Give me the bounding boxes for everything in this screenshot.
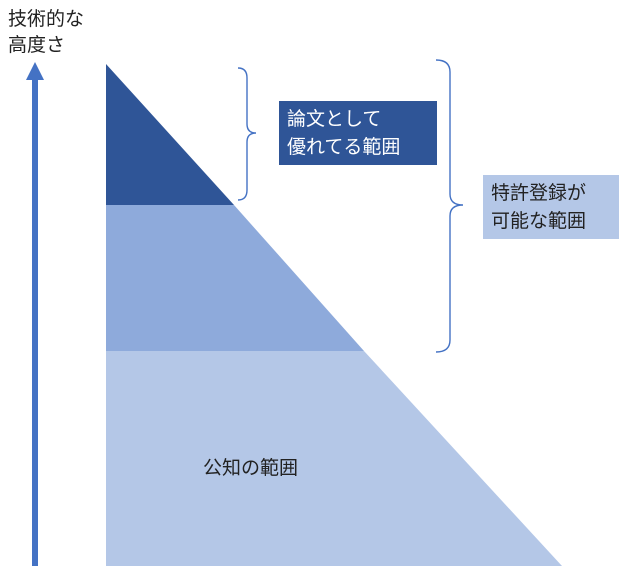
public-region <box>106 351 562 566</box>
paper-range-label-box: 論文として 優れてる範囲 <box>279 101 437 165</box>
axis-title-line2: 高度さ <box>8 34 66 56</box>
axis-arrow-head <box>26 62 44 80</box>
paper-region <box>106 64 234 205</box>
paper-range-label-line2: 優れてる範囲 <box>287 136 401 158</box>
public-range-label: 公知の範囲 <box>203 457 299 479</box>
paper-range-bracket <box>237 67 257 201</box>
patent-range-label-line2: 可能な範囲 <box>491 210 587 232</box>
patent-range-label-box: 特許登録が 可能な範囲 <box>483 175 619 239</box>
patent-range-label-line1: 特許登録が <box>491 182 587 204</box>
axis-title: 技術的な 高度さ <box>8 6 84 58</box>
paper-range-label-line1: 論文として <box>287 108 382 130</box>
patent-band-region <box>106 205 364 351</box>
patent-range-bracket <box>435 59 464 353</box>
axis-title-line1: 技術的な <box>8 8 85 30</box>
